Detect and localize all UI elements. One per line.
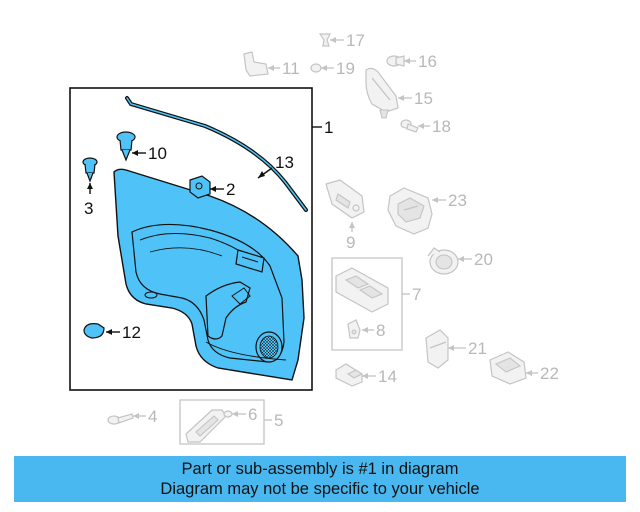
callout-9[interactable]: 9 xyxy=(346,233,355,252)
callout-11[interactable]: 11 xyxy=(282,59,300,78)
callout-17[interactable]: 17 xyxy=(346,31,365,50)
callout-3[interactable]: 3 xyxy=(84,199,93,218)
part-6-handle xyxy=(185,409,233,443)
part-20 xyxy=(427,247,459,275)
callout-15[interactable]: 15 xyxy=(414,89,433,108)
assembly-frame xyxy=(69,87,313,391)
pad-12 xyxy=(83,323,105,339)
callout-13[interactable]: 13 xyxy=(275,153,294,172)
part-15 xyxy=(365,67,399,119)
part-14 xyxy=(335,363,364,387)
callout-12[interactable]: 12 xyxy=(122,323,141,342)
part-22 xyxy=(489,351,527,385)
part-7-switch xyxy=(335,267,389,313)
callout-19[interactable]: 19 xyxy=(336,59,355,78)
callout-20[interactable]: 20 xyxy=(474,250,493,269)
part-16 xyxy=(386,55,405,67)
callout-14[interactable]: 14 xyxy=(378,367,397,386)
callout-21[interactable]: 21 xyxy=(468,339,487,358)
group-5-box xyxy=(179,399,265,445)
callout-1[interactable]: 1 xyxy=(324,118,333,137)
parts-diagram: 1 13 10 xyxy=(69,31,559,445)
part-9 xyxy=(325,179,365,219)
info-banner: Part or sub-assembly is #1 in diagram Di… xyxy=(14,456,626,502)
callout-22[interactable]: 22 xyxy=(540,364,559,383)
part-23 xyxy=(387,187,433,235)
callout-5[interactable]: 5 xyxy=(274,411,283,430)
group-7-box xyxy=(331,257,403,351)
callout-16[interactable]: 16 xyxy=(418,52,437,71)
callout-6[interactable]: 6 xyxy=(248,405,257,424)
dark-arrowheads xyxy=(87,150,265,335)
part-19 xyxy=(310,63,322,73)
clip-3 xyxy=(82,157,98,183)
door-trim-panel xyxy=(113,168,305,381)
part-18 xyxy=(400,119,419,133)
banner-line-1: Part or sub-assembly is #1 in diagram xyxy=(181,460,459,478)
callout-10[interactable]: 10 xyxy=(148,144,167,163)
light-arrowheads xyxy=(133,37,532,419)
banner-line-2: Diagram may not be specific to your vehi… xyxy=(160,480,480,498)
part-4 xyxy=(107,413,134,425)
callout-18[interactable]: 18 xyxy=(432,117,451,136)
callout-2[interactable]: 2 xyxy=(226,180,235,199)
part-17 xyxy=(318,33,331,47)
bracket-2 xyxy=(189,175,211,199)
part-11 xyxy=(243,51,269,77)
callout-4[interactable]: 4 xyxy=(148,407,157,426)
callout-23[interactable]: 23 xyxy=(448,191,467,210)
part-21 xyxy=(425,329,449,369)
part-8 xyxy=(347,319,361,339)
callout-7[interactable]: 7 xyxy=(412,285,421,304)
clip-10 xyxy=(116,131,136,162)
callout-8[interactable]: 8 xyxy=(376,321,385,340)
